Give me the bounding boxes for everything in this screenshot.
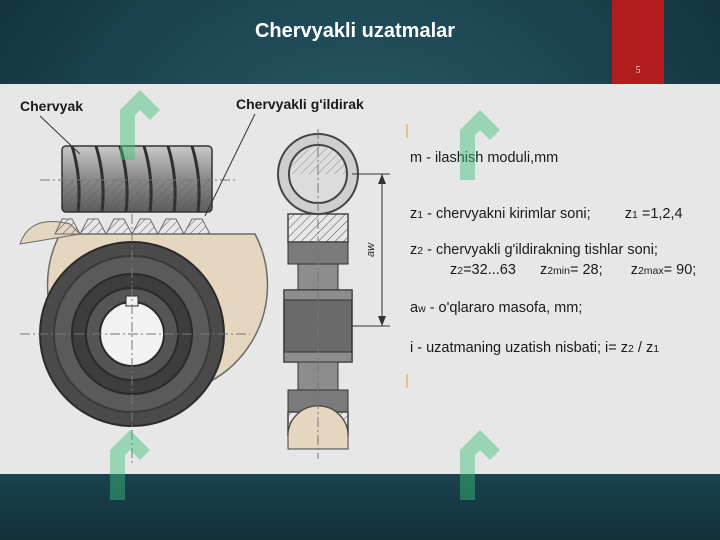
page-number: 5 [635, 65, 641, 76]
watermark-logo-icon [110, 430, 150, 500]
label-worm: Chervyak [20, 98, 84, 114]
z2-line: z2 - chervyakli g'ildirakning tishlar so… [410, 242, 658, 258]
slide-title: Chervyakli uzatmalar [254, 20, 456, 42]
label-worm-wheel: Chervyakli g'ildirak [236, 96, 364, 112]
content-panel: aw Chervyak Chervyakli g'ildirak m - ila… [0, 84, 720, 474]
watermark-logo-icon [460, 430, 500, 500]
bullet-mark-top [406, 124, 408, 138]
module-line: m - ilashish moduli,mm [410, 150, 559, 166]
watermark-logo-icon [120, 90, 160, 160]
worm-wheel-front-view [19, 214, 269, 464]
page-number-tab: 5 [612, 0, 664, 84]
z2-range-line: z2=32...63 z2min= 28; z2max= 90; [450, 262, 697, 278]
footer-band [0, 474, 720, 540]
worm-wheel-section-view [277, 129, 359, 459]
center-distance-dimension [352, 173, 390, 327]
wheel-teeth [54, 218, 211, 236]
ratio-line: i - uzatmaning uzatish nisbati; i= z2 / … [410, 340, 660, 356]
z1-line: z1 - chervyakni kirimlar soni; z1 =1,2,4 [410, 206, 683, 222]
bullet-mark-bottom [406, 374, 408, 388]
aw-line: aw - o'qlararo masofa, mm; [410, 300, 583, 316]
watermark-logo-icon [460, 110, 500, 180]
worm-shaft [40, 145, 235, 213]
dimension-label-aw: aw [365, 242, 378, 258]
worm-gear-diagram [19, 113, 390, 464]
